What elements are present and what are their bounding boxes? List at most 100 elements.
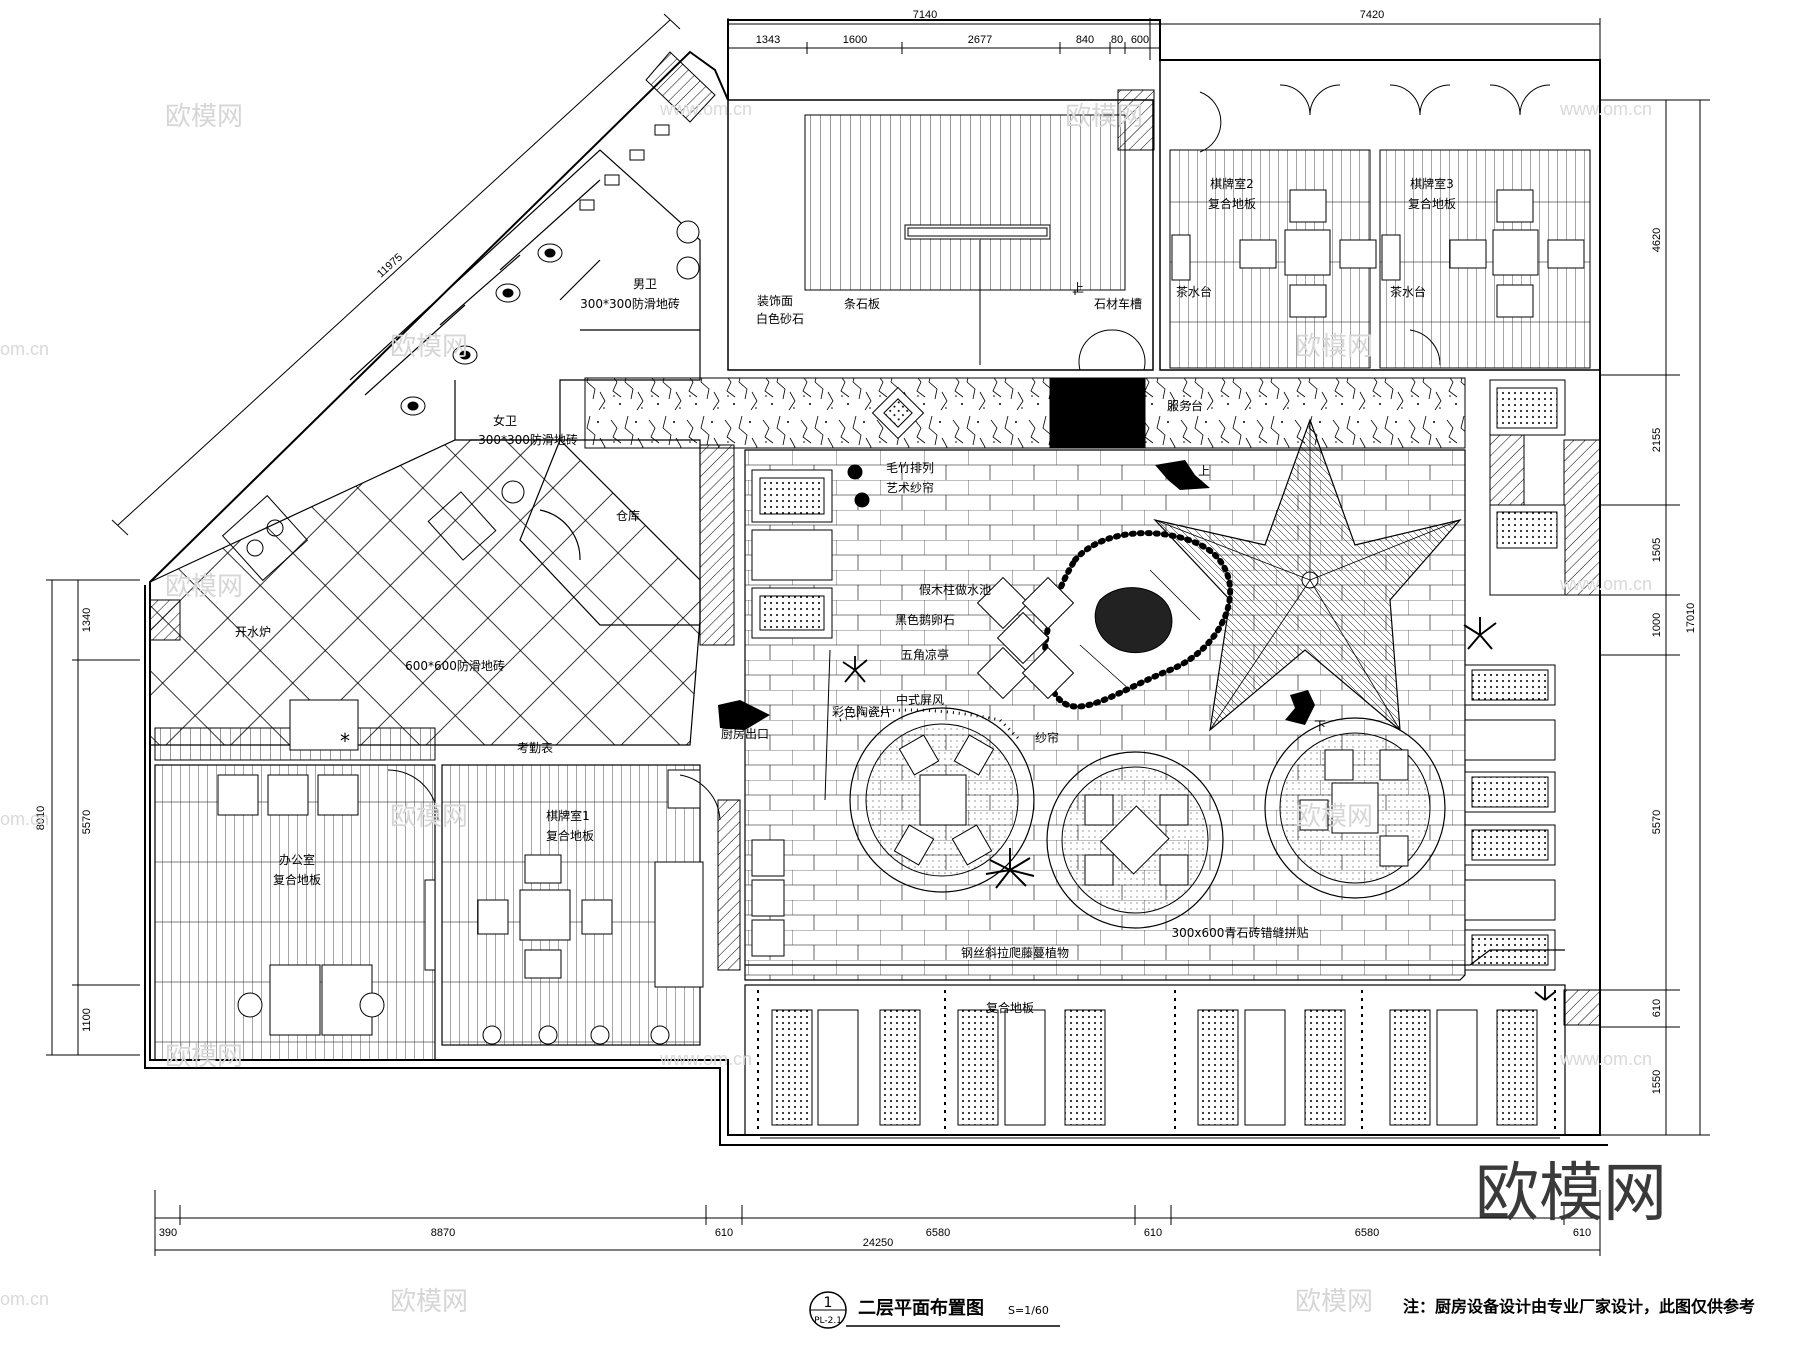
watermark: 欧模网 xyxy=(165,1042,243,1072)
kitchen-area: * xyxy=(149,439,701,761)
dim-top-seg: 80 xyxy=(1111,34,1123,46)
watermark-logo: 欧模网 xyxy=(1475,1157,1667,1231)
label-tea2: 茶水台 xyxy=(1390,284,1426,299)
toilet-icon xyxy=(452,345,478,365)
label-pavilion: 五角凉亭 xyxy=(901,647,949,662)
toilet-icon xyxy=(495,283,521,303)
label-service: 服务台 xyxy=(1167,398,1203,413)
callout-sheet: PL-2.1 xyxy=(814,1316,842,1326)
chess-room-1 xyxy=(387,764,721,1046)
label-fake-wood: 假木柱做水池 xyxy=(919,582,991,597)
drawing-scale: S=1/60 xyxy=(1008,1304,1049,1317)
label-warehouse: 仓库 xyxy=(616,508,640,523)
drawing-title: 二层平面布置图 xyxy=(858,1297,984,1319)
watermark-url: www.om.cn xyxy=(1559,574,1652,594)
dimension-bottom xyxy=(154,1190,1601,1256)
dim-left-seg: 1340 xyxy=(81,608,93,632)
pavilion xyxy=(1153,418,1462,732)
dim-right-seg: 1000 xyxy=(1651,613,1663,637)
label-men-wc: 男卫 xyxy=(633,277,657,291)
dim-right-seg: 1505 xyxy=(1651,538,1663,562)
dim-top-seg: 600 xyxy=(1131,34,1149,46)
dimension-left xyxy=(46,579,140,1056)
label-art-curtain: 艺术纱帘 xyxy=(886,480,934,495)
office-room xyxy=(154,764,436,1061)
dim-bottom-seg: 8870 xyxy=(431,1227,455,1239)
watermark: 欧模网 xyxy=(1295,802,1373,832)
round-table xyxy=(1264,717,1446,899)
dim-top-total-left: 7140 xyxy=(913,9,937,21)
stone-strip xyxy=(584,377,1466,449)
dim-bottom-total: 24250 xyxy=(863,1237,894,1249)
dim-top-seg: 1600 xyxy=(843,34,867,46)
dim-right-seg: 1550 xyxy=(1651,1070,1663,1094)
label-women-wc-floor: 300*300防滑地砖 xyxy=(478,432,578,447)
label-office-floor: 复合地板 xyxy=(273,872,321,887)
label-kitchen-floor: 600*600防滑地砖 xyxy=(405,658,505,673)
label-up: 上 xyxy=(1198,464,1210,478)
label-bamboo: 毛竹排列 xyxy=(886,461,934,475)
watermark: 欧模网 xyxy=(165,102,243,132)
dim-right-total: 17010 xyxy=(1685,603,1697,634)
watermark: 欧模网 xyxy=(390,802,468,832)
watermarks: 欧模网 欧模网 欧模网 欧模网 欧模网 欧模网 欧模网 欧模网 欧模网 欧模网 … xyxy=(0,99,1667,1317)
dim-bottom-seg: 610 xyxy=(1573,1227,1591,1239)
label-down: 下 xyxy=(1314,719,1326,733)
label-chess2-floor: 复合地板 xyxy=(1208,196,1256,211)
room-labels: 男卫 300*300防滑地砖 女卫 300*300防滑地砖 600*600防滑地… xyxy=(235,176,1456,1015)
stair-core xyxy=(727,99,1154,371)
label-pebble: 黑色鹅卵石 xyxy=(895,613,955,627)
dim-top-total-right: 7420 xyxy=(1360,9,1384,21)
drawing-note: 注：厨房设备设计由专业厂家设计，此图仅供参考 xyxy=(1403,1297,1755,1316)
annotation-labels: 装饰面 白色砂石 条石板 石材车槽 上 上 下 毛竹排列 艺术纱帘 假木柱做水池… xyxy=(756,281,1326,960)
label-men-wc-floor: 300*300防滑地砖 xyxy=(580,296,680,311)
label-up: 上 xyxy=(1072,281,1084,295)
dim-top-seg: 2677 xyxy=(968,34,992,46)
watermark-url: om.cn xyxy=(0,1289,49,1309)
label-tea1: 茶水台 xyxy=(1176,284,1212,299)
toilet-icon xyxy=(400,396,426,416)
callout-number: 1 xyxy=(824,1295,833,1311)
label-chess3-floor: 复合地板 xyxy=(1408,196,1456,211)
watermark: 欧模网 xyxy=(390,1287,468,1317)
label-chess2: 棋牌室2 xyxy=(1210,176,1254,191)
dim-right-seg: 610 xyxy=(1651,999,1663,1017)
watermark: 欧模网 xyxy=(390,332,468,362)
label-chess1-floor: 复合地板 xyxy=(546,828,594,843)
dim-top-seg: 1343 xyxy=(756,34,780,46)
dim-top-seg: 840 xyxy=(1076,34,1094,46)
label-deck-floor: 复合地板 xyxy=(986,1000,1034,1015)
label-women-wc: 女卫 xyxy=(493,413,517,428)
dim-bottom-seg: 6580 xyxy=(1355,1227,1379,1239)
toilet-icon xyxy=(537,243,563,263)
bottom-deck xyxy=(744,984,1566,1139)
label-stone-groove: 石材车槽 xyxy=(1094,296,1142,311)
label-boiler: 开水炉 xyxy=(235,625,271,639)
label-attendance: 考勤表 xyxy=(517,741,553,755)
dim-left-seg: 5570 xyxy=(81,810,93,834)
title-block: 1 PL-2.1 二层平面布置图 S=1/60 注：厨房设备设计由专业厂家设计，… xyxy=(809,1291,1755,1329)
label-strip-stone: 条石板 xyxy=(844,297,880,311)
dim-left-seg: 1100 xyxy=(81,1008,93,1032)
watermark-url: www.om.cn xyxy=(1559,1049,1652,1069)
label-chess3: 棋牌室3 xyxy=(1410,176,1454,191)
label-screen: 中式屏风 xyxy=(896,692,944,707)
dimension-right xyxy=(1600,99,1710,1136)
label-white-sand: 白色砂石 xyxy=(756,311,804,326)
label-office: 办公室 xyxy=(279,852,315,867)
dimension-diagonal xyxy=(111,13,681,536)
urinal-icon xyxy=(579,124,670,211)
watermark-url: om.cn xyxy=(0,809,49,829)
dim-right-seg: 5570 xyxy=(1651,810,1663,834)
label-deco-face: 装饰面 xyxy=(757,294,793,308)
round-table xyxy=(849,707,1035,893)
watermark: 欧模网 xyxy=(1295,332,1373,362)
watermark-url: www.om.cn xyxy=(1559,99,1652,119)
dim-right-seg: 2155 xyxy=(1651,428,1663,452)
label-chess1: 棋牌室1 xyxy=(546,808,590,823)
planter-icon xyxy=(482,1025,670,1045)
svg-text:*: * xyxy=(340,729,350,753)
watermark: 欧模网 xyxy=(1065,102,1143,132)
label-ceramic: 彩色陶瓷片 xyxy=(832,704,892,719)
chess-rooms-top xyxy=(1159,59,1601,371)
